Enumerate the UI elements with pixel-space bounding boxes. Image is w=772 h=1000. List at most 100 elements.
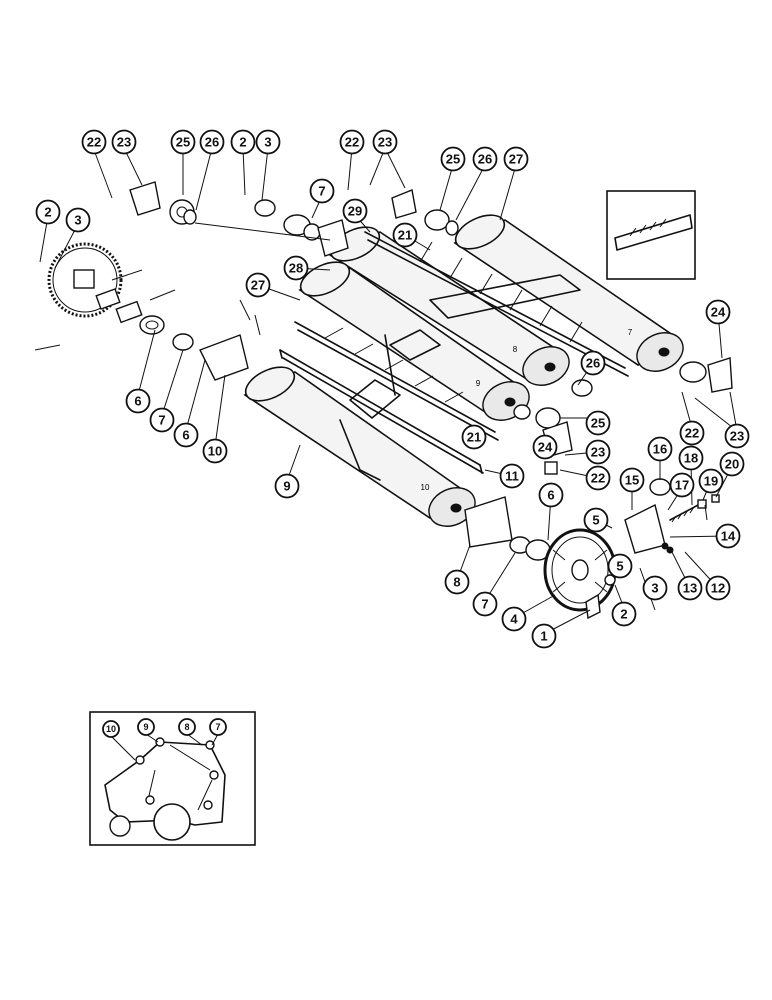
tensioner-bracket bbox=[624, 478, 720, 554]
callout-27-top-right: 27 bbox=[503, 146, 529, 172]
callout-label: 8 bbox=[453, 575, 460, 590]
top-left-bearings bbox=[129, 181, 349, 257]
callout-label: 10 bbox=[208, 444, 222, 459]
pulley bbox=[543, 528, 617, 620]
callout-3-bottom: 3 bbox=[642, 575, 668, 601]
callout-label: 28 bbox=[289, 261, 303, 276]
callout-4: 4 bbox=[501, 606, 527, 632]
callout-7-top: 7 bbox=[309, 178, 335, 204]
callout-label: 9 bbox=[143, 722, 148, 732]
callout-23-top-middle: 23 bbox=[372, 129, 398, 155]
callout-22-top-middle: 22 bbox=[339, 129, 365, 155]
callout-label: 7 bbox=[481, 597, 488, 612]
callout-label: 2 bbox=[44, 205, 51, 220]
callout-18: 18 bbox=[678, 445, 704, 471]
callout-label: 7 bbox=[158, 413, 165, 428]
callout-26-top-left: 26 bbox=[199, 129, 225, 155]
callout-label: 21 bbox=[467, 430, 481, 445]
callout-28: 28 bbox=[283, 255, 309, 281]
callout-label: 21 bbox=[398, 228, 412, 243]
callout-15: 15 bbox=[619, 467, 645, 493]
callout-label: 6 bbox=[182, 428, 189, 443]
callout-24-middle: 24 bbox=[532, 434, 558, 460]
callout-label: 18 bbox=[684, 451, 698, 466]
callout-label: 6 bbox=[547, 488, 554, 503]
roller-label-10: 10 bbox=[421, 483, 430, 492]
callout-9: 9 bbox=[274, 473, 300, 499]
callout-11: 11 bbox=[499, 463, 525, 489]
callout-10: 10 bbox=[202, 438, 228, 464]
callout-29: 29 bbox=[342, 198, 368, 224]
callout-24-right: 24 bbox=[705, 299, 731, 325]
callout-7-bottom: 7 bbox=[472, 591, 498, 617]
callout-22-top-left: 22 bbox=[81, 129, 107, 155]
callout-22-middle: 22 bbox=[585, 465, 611, 491]
callout-3-top: 3 bbox=[255, 129, 281, 155]
callout-label: 12 bbox=[711, 581, 725, 596]
belts bbox=[339, 274, 581, 481]
callout-label: 4 bbox=[510, 612, 518, 627]
callout-17: 17 bbox=[669, 472, 695, 498]
callout-6-left-b: 6 bbox=[173, 422, 199, 448]
callout-label: 3 bbox=[74, 213, 81, 228]
callout-26-top-right: 26 bbox=[472, 146, 498, 172]
machine-location-inset: 10 9 8 7 bbox=[89, 711, 256, 846]
callout-20: 20 bbox=[719, 451, 745, 477]
slat-bar-middle bbox=[294, 321, 499, 441]
roller-10: 10 bbox=[243, 366, 476, 527]
callout-2-bottom: 2 bbox=[611, 601, 637, 627]
callout-label: 3 bbox=[651, 581, 658, 596]
callout-label: 13 bbox=[683, 581, 697, 596]
callout-label: 2 bbox=[239, 135, 246, 150]
bottom-bearing-plate bbox=[464, 496, 551, 561]
callout-label: 9 bbox=[283, 479, 290, 494]
callout-label: 26 bbox=[478, 152, 492, 167]
callout-label: 23 bbox=[730, 429, 744, 444]
callout-6-left-a: 6 bbox=[125, 388, 151, 414]
callout-label: 7 bbox=[215, 722, 220, 732]
callout-21-top: 21 bbox=[392, 222, 418, 248]
callout-label: 1 bbox=[540, 629, 547, 644]
callout-5-upper: 5 bbox=[583, 507, 609, 533]
callout-label: 3 bbox=[264, 135, 271, 150]
callout-label: 22 bbox=[685, 426, 699, 441]
callout-25-right: 25 bbox=[585, 410, 611, 436]
callout-label: 7 bbox=[318, 184, 325, 199]
callout-25-top-left: 25 bbox=[170, 129, 196, 155]
callout-label: 2 bbox=[620, 607, 627, 622]
left-bearings bbox=[34, 269, 261, 381]
callout-label: 20 bbox=[725, 457, 739, 472]
callout-label: 16 bbox=[653, 442, 667, 457]
callout-label: 17 bbox=[675, 478, 689, 493]
callout-label: 25 bbox=[591, 416, 605, 431]
callout-14: 14 bbox=[715, 523, 741, 549]
callout-label: 24 bbox=[538, 440, 553, 455]
callout-1: 1 bbox=[531, 623, 557, 649]
callout-label: 19 bbox=[704, 474, 718, 489]
callout-23-right: 23 bbox=[724, 423, 750, 449]
roller-9: 9 bbox=[298, 261, 530, 421]
callout-label: 26 bbox=[586, 356, 600, 371]
callout-2-top: 2 bbox=[230, 129, 256, 155]
callout-21-middle: 21 bbox=[461, 424, 487, 450]
callout-label: 29 bbox=[348, 204, 362, 219]
callout-22-right: 22 bbox=[679, 420, 705, 446]
right-bearings bbox=[513, 357, 733, 475]
callout-label: 8 bbox=[184, 722, 189, 732]
callout-label: 26 bbox=[205, 135, 219, 150]
inset-callout-7: 7 bbox=[209, 718, 227, 736]
callout-8: 8 bbox=[444, 569, 470, 595]
belt-splice-detail-inset bbox=[606, 190, 696, 280]
callout-16: 16 bbox=[647, 436, 673, 462]
callout-23-middle: 23 bbox=[585, 439, 611, 465]
callout-27-left: 27 bbox=[245, 272, 271, 298]
callout-label: 11 bbox=[505, 469, 519, 484]
inset-callout-8: 8 bbox=[178, 718, 196, 736]
callout-label: 5 bbox=[616, 559, 623, 574]
callout-13: 13 bbox=[677, 575, 703, 601]
callout-2-left: 2 bbox=[35, 199, 61, 225]
callout-label: 6 bbox=[134, 394, 141, 409]
callout-5-lower: 5 bbox=[607, 553, 633, 579]
callout-label: 22 bbox=[87, 135, 101, 150]
